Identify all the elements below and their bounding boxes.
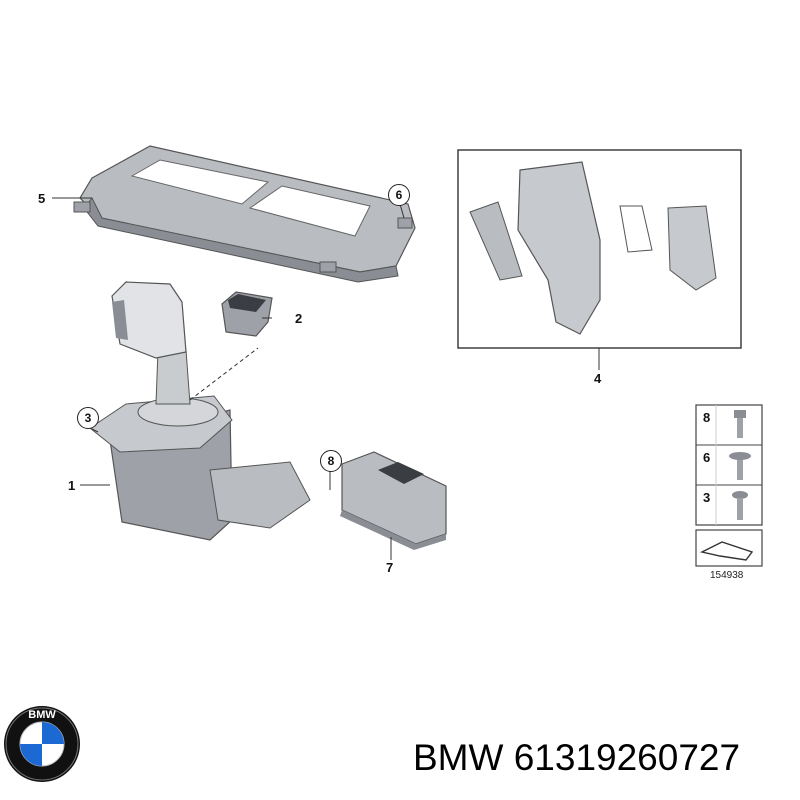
trim-frame-part bbox=[73, 145, 416, 283]
button-module-part bbox=[221, 291, 273, 337]
diagram-reference-number: 154938 bbox=[710, 570, 744, 581]
callout-8: 8 bbox=[320, 450, 342, 472]
legend-item-6: 6 bbox=[703, 450, 711, 465]
callout-1: 1 bbox=[68, 478, 76, 493]
fastener-legend bbox=[695, 404, 763, 567]
callout-7: 7 bbox=[386, 560, 394, 575]
callout-2: 2 bbox=[295, 311, 303, 326]
brand-name: BMW bbox=[413, 737, 504, 778]
brand-part-number-line: BMW 61319260727 bbox=[413, 737, 740, 779]
logo-lettering: BMW bbox=[28, 709, 56, 721]
switch-unit-part bbox=[340, 451, 447, 550]
callout-4: 4 bbox=[594, 371, 602, 386]
gear-shifter-assembly-part bbox=[89, 281, 311, 541]
callout-5: 5 bbox=[38, 191, 46, 206]
legend-item-8: 8 bbox=[703, 410, 711, 425]
bmw-logo-icon: BMW bbox=[4, 706, 80, 782]
knob-cover-part bbox=[469, 161, 717, 335]
legend-item-3: 3 bbox=[703, 490, 711, 505]
callout-6: 6 bbox=[388, 184, 410, 206]
part-number: 61319260727 bbox=[513, 737, 741, 778]
leader-lines bbox=[52, 197, 600, 560]
callout-3: 3 bbox=[77, 407, 99, 429]
